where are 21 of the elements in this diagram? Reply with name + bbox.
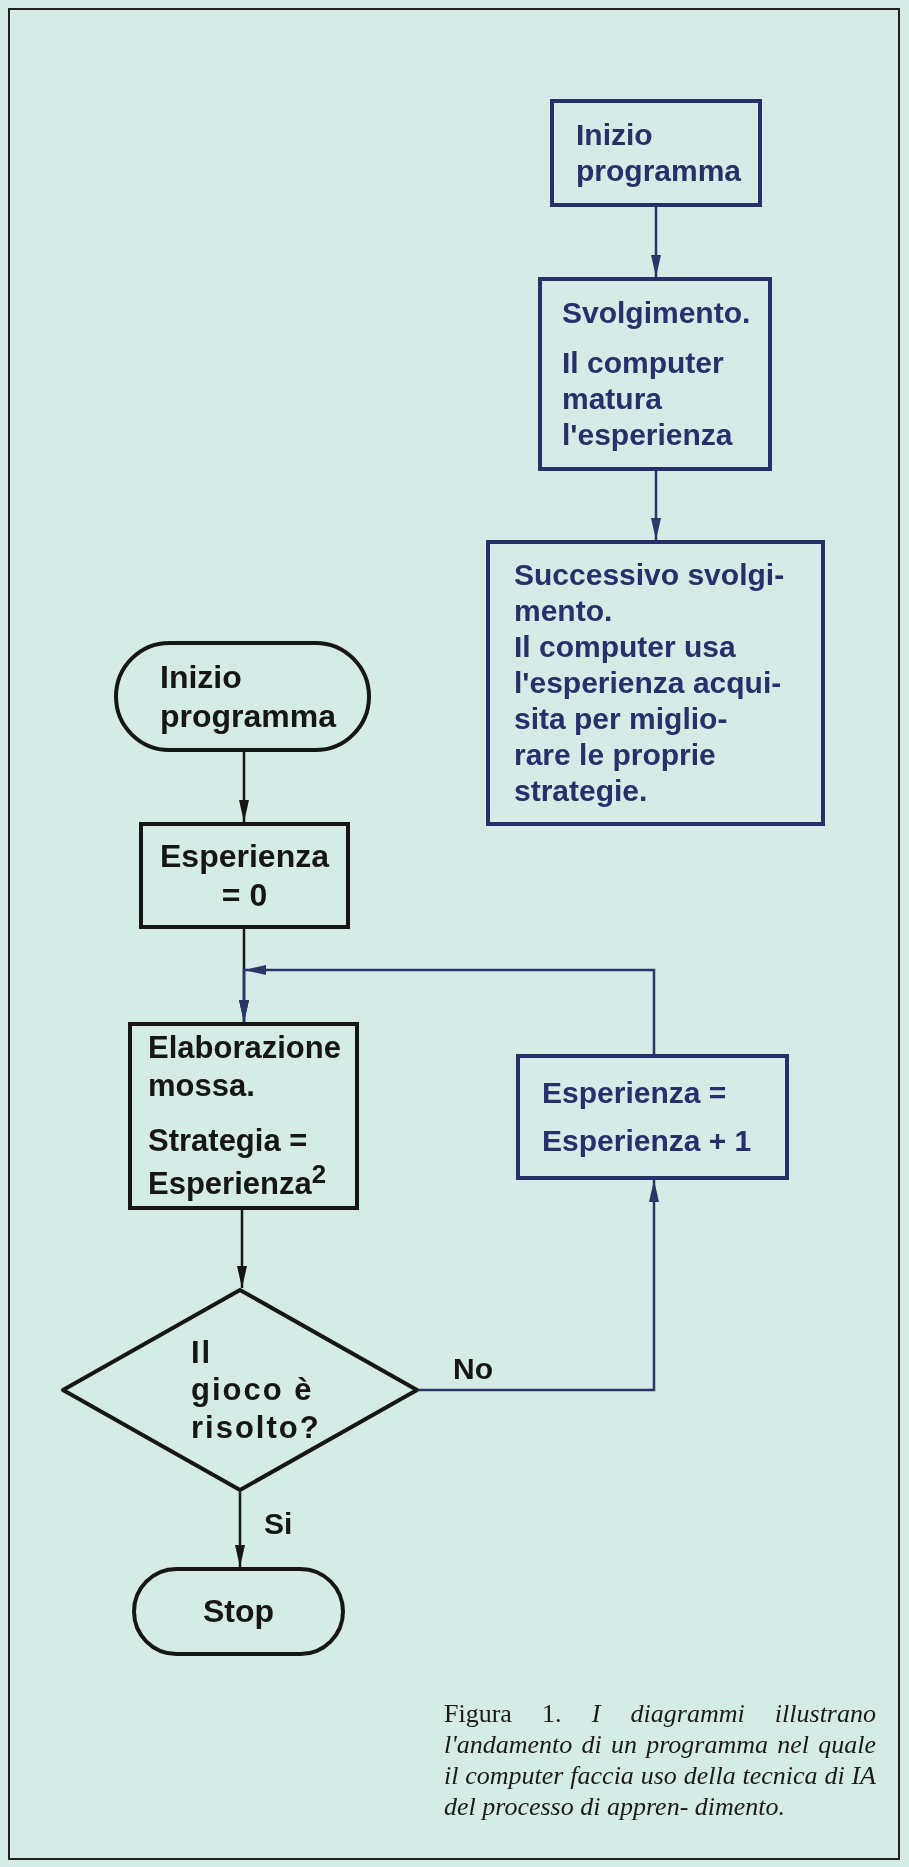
terminal-box xyxy=(132,1567,345,1656)
process-box xyxy=(128,1022,359,1210)
node-label: Inizio programma xyxy=(160,658,338,735)
node-label: Il computer matura l'esperienza xyxy=(562,345,734,453)
node-label: Stop xyxy=(202,1592,275,1631)
process-box xyxy=(550,99,762,207)
terminal-box xyxy=(114,641,371,752)
decision-diamond xyxy=(61,1288,419,1492)
node-label: Esperienza = Esperienza + 1 xyxy=(542,1075,753,1159)
node-label: Svolgimento. xyxy=(562,295,752,331)
process-box xyxy=(538,277,772,471)
node-label: Inizio programma xyxy=(576,117,743,189)
process-box xyxy=(516,1054,789,1180)
node-label: Successivo svolgi- mento. xyxy=(514,557,786,629)
node-label: Il computer usa l'esperienza acqui- sita per miglio- rare le proprie strategie. xyxy=(514,629,783,809)
node-label: Elaborazione mossa. xyxy=(148,1029,342,1104)
node-label: Esperienza = 0 xyxy=(160,837,329,914)
process-box xyxy=(139,822,350,929)
figure-caption: Figura 1. I diagrammi illustrano l'andamento di un programma nel quale il computer faccia uso della tecnica di IA del processo di appren- dimento. xyxy=(444,1698,876,1822)
node-label: Strategia = Esperienza$^{2}$ xyxy=(148,1121,328,1203)
process-box xyxy=(486,540,825,826)
